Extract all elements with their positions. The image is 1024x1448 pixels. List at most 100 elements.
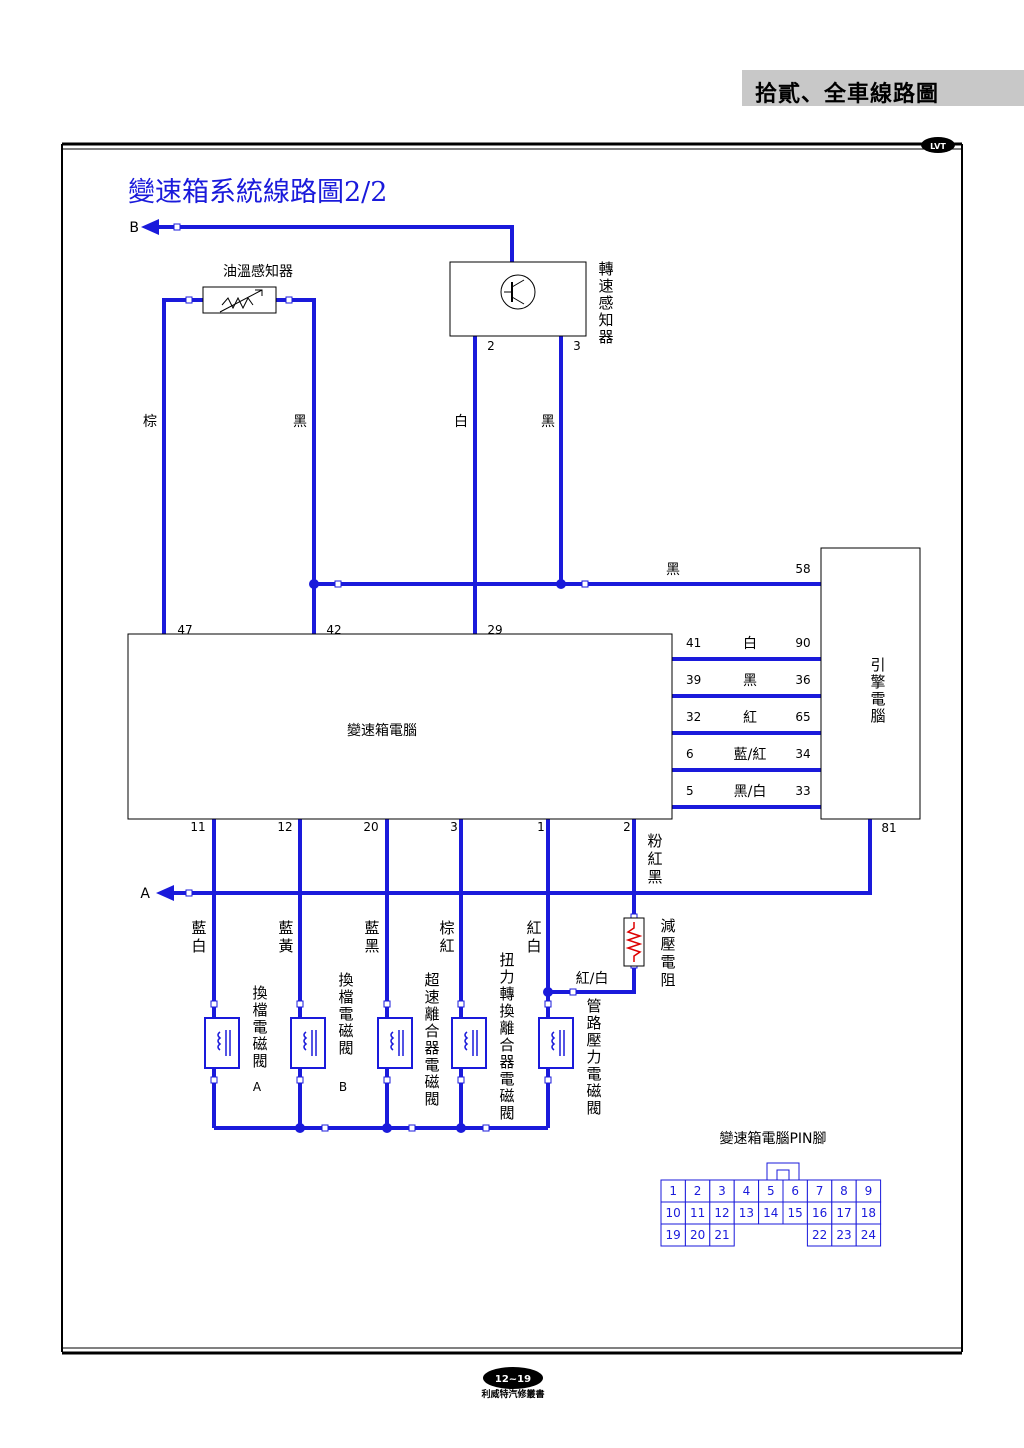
pin-number: 22 bbox=[812, 1228, 827, 1242]
pin-number: 6 bbox=[791, 1184, 799, 1198]
pin-number: 24 bbox=[861, 1228, 876, 1242]
junction-dots bbox=[295, 579, 566, 1133]
pin-number: 21 bbox=[714, 1228, 729, 1242]
ecm-pin-81: 81 bbox=[881, 821, 896, 835]
tcm-link-pin: 39 bbox=[686, 673, 701, 687]
wire-color-black-58: 黑 bbox=[666, 562, 680, 578]
pin-number: 16 bbox=[812, 1206, 827, 1220]
tcm-pin-47: 47 bbox=[177, 623, 192, 637]
solenoid-name: 換檔電磁閥 bbox=[252, 984, 267, 1070]
pin-number: 7 bbox=[816, 1184, 824, 1198]
pin-number: 15 bbox=[788, 1206, 803, 1220]
page-number: 12~19 bbox=[495, 1374, 531, 1385]
pin-number: 8 bbox=[840, 1184, 848, 1198]
tcm-link-color: 紅 bbox=[743, 710, 757, 726]
tcm-bottom-pin: 3 bbox=[450, 820, 458, 834]
section-title: 拾貳、全車線路圖 bbox=[755, 82, 940, 107]
wires bbox=[157, 225, 872, 1130]
pin-number: 14 bbox=[763, 1206, 778, 1220]
page-frame bbox=[61, 142, 963, 1355]
pin-cell bbox=[709, 1223, 735, 1247]
solenoid-name: 超速離合器電磁閥 bbox=[424, 971, 439, 1108]
solenoid-suffix: B bbox=[339, 1080, 347, 1094]
wire-color-pink-red-black: 粉紅黑 bbox=[647, 832, 662, 886]
pin-cell bbox=[855, 1223, 882, 1247]
wire-color-brown: 棕 bbox=[143, 414, 157, 430]
tcm-bottom-pin: 20 bbox=[363, 820, 378, 834]
lvt-logo: LVT bbox=[921, 137, 955, 153]
footer-badge: 12~19 利威特汽修叢書 bbox=[480, 1367, 545, 1400]
speed-sensor-name: 轉速感知器 bbox=[598, 260, 613, 346]
pin-number: 2 bbox=[694, 1184, 702, 1198]
solenoid-name: 扭力轉換離合器電磁閥 bbox=[499, 951, 514, 1122]
tcm-link-pin: 6 bbox=[686, 747, 694, 761]
solenoid: 扭力轉換離合器電磁閥 bbox=[451, 951, 515, 1122]
speed-sensor: 2 3 轉速感知器 bbox=[449, 260, 614, 353]
header-band bbox=[742, 70, 1024, 106]
pin-number: 13 bbox=[739, 1206, 754, 1220]
tcm-bottom-pin: 12 bbox=[277, 820, 292, 834]
lower-wire-color: 藍黃 bbox=[278, 919, 293, 955]
pin-number: 9 bbox=[865, 1184, 873, 1198]
pin-table-title: 變速箱電腦PIN腳 bbox=[719, 1131, 826, 1147]
wire-color-black-right: 黑 bbox=[541, 414, 555, 430]
tcm-bottom-pin: 2 bbox=[623, 820, 631, 834]
ecm-link-pin: 90 bbox=[795, 636, 810, 650]
solenoid-name: 換檔電磁閥 bbox=[338, 971, 353, 1057]
tcm-bottom-pin: 1 bbox=[537, 820, 545, 834]
pin-number: 3 bbox=[718, 1184, 726, 1198]
tcm-label: 變速箱電腦 bbox=[347, 723, 417, 739]
pin-table-key bbox=[766, 1162, 800, 1181]
pin-number: 12 bbox=[714, 1206, 729, 1220]
publisher: 利威特汽修叢書 bbox=[480, 1388, 544, 1400]
wire-color-red-white: 紅/白 bbox=[576, 971, 609, 987]
ecm-pin-58: 58 bbox=[795, 562, 810, 576]
lower-wire-color: 藍白 bbox=[191, 919, 206, 955]
arrow-a bbox=[156, 885, 174, 901]
lower-wire-color: 藍黑 bbox=[364, 919, 379, 955]
tcm-link-pin: 32 bbox=[686, 710, 701, 724]
tcm-link-color: 黑 bbox=[743, 673, 757, 689]
pin-number: 10 bbox=[666, 1206, 681, 1220]
tcm-bottom-pin: 11 bbox=[190, 820, 205, 834]
ecm-link-pin: 34 bbox=[795, 747, 810, 761]
lower-wire-color: 棕紅 bbox=[439, 919, 454, 955]
pin-number: 19 bbox=[666, 1228, 681, 1242]
pin-number: 4 bbox=[743, 1184, 751, 1198]
solenoid-name: 管路壓力電磁閥 bbox=[586, 997, 601, 1117]
ecm-link-pin: 36 bbox=[795, 673, 810, 687]
pressure-reducing-resistor bbox=[623, 917, 645, 967]
wire-color-white: 白 bbox=[454, 414, 468, 430]
tcm-link-pin: 41 bbox=[686, 636, 701, 650]
ecm-label: 引擎電腦 bbox=[870, 656, 885, 725]
pin-number: 23 bbox=[836, 1228, 851, 1242]
tcm-link-color: 黑/白 bbox=[734, 784, 767, 800]
logo-text: LVT bbox=[930, 142, 946, 151]
speed-sensor-label: 轉速感知器 bbox=[598, 260, 613, 346]
ecm-name: 引擎電腦 bbox=[870, 656, 885, 725]
ecm-link-pin: 33 bbox=[795, 784, 810, 798]
oil-temp-sensor: 油溫感知器 bbox=[202, 263, 293, 314]
ecm-link-pin: 65 bbox=[795, 710, 810, 724]
tcm-link-color: 藍/紅 bbox=[734, 747, 767, 763]
pin-number: 5 bbox=[767, 1184, 775, 1198]
arrow-b bbox=[141, 219, 159, 235]
speed-sensor-pin-2: 2 bbox=[487, 339, 495, 353]
speed-sensor-pin-3: 3 bbox=[573, 339, 581, 353]
tcm-link-pin: 5 bbox=[686, 784, 694, 798]
tcm-pin-29: 29 bbox=[487, 623, 502, 637]
lower-wire-color: 紅白 bbox=[526, 919, 541, 955]
ecm-box: 引擎電腦 81 bbox=[820, 547, 921, 835]
pin-number: 1 bbox=[669, 1184, 677, 1198]
wire-color-black-left: 黑 bbox=[293, 414, 307, 430]
tcm-link-color: 白 bbox=[743, 636, 757, 652]
pin-number: 18 bbox=[861, 1206, 876, 1220]
diagram-title: 變速箱系統線路圖2/2 bbox=[128, 177, 387, 208]
tcm-ecm-links: 41 白 90 39 黑 36 32 紅 65 6 藍/紅 34 5 黑/白 33 bbox=[686, 636, 811, 800]
pin-number: 17 bbox=[836, 1206, 851, 1220]
